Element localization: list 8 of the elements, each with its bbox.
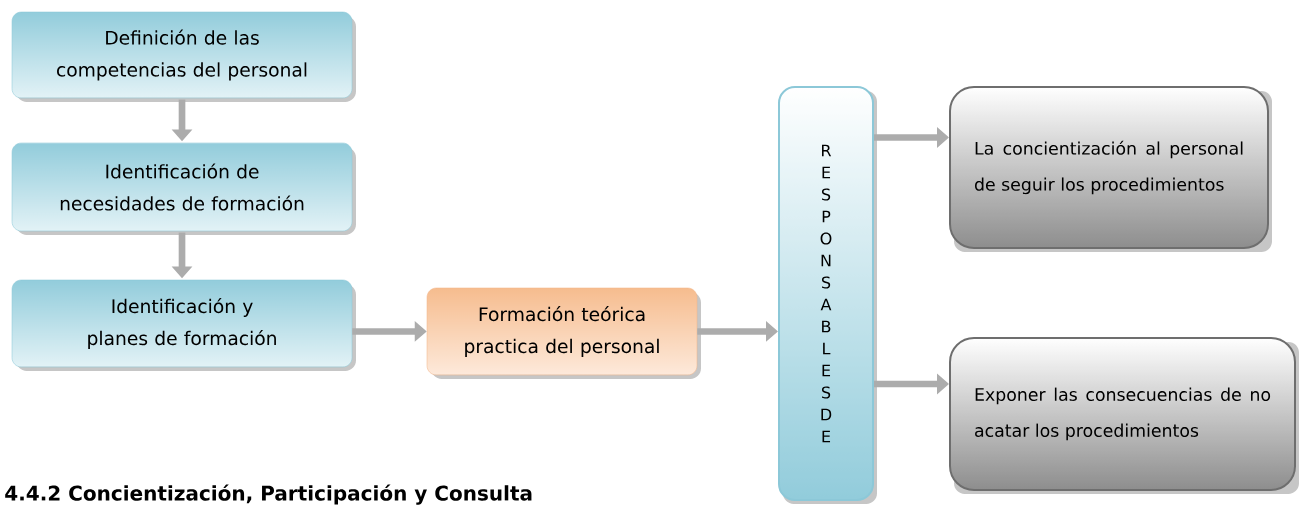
process-box: Identificación y planes de formación — [11, 279, 356, 371]
outcome-box: La concientización al personal de seguir los procedimientos — [949, 86, 1272, 252]
vertical-text-box: RESPONSABLES DE — [778, 86, 877, 504]
process-box: Identificación de necesidades de formación — [11, 142, 356, 235]
process-box: Definición de las competencias del personal — [11, 11, 356, 102]
process-box: Formación teórica practica del personal — [426, 287, 701, 379]
section-heading: 4.4.2 Concientización, Participación y Consulta — [5, 484, 532, 505]
outcome-box: Exponer las consecuencias de no acatar los procedimientos — [949, 337, 1299, 494]
